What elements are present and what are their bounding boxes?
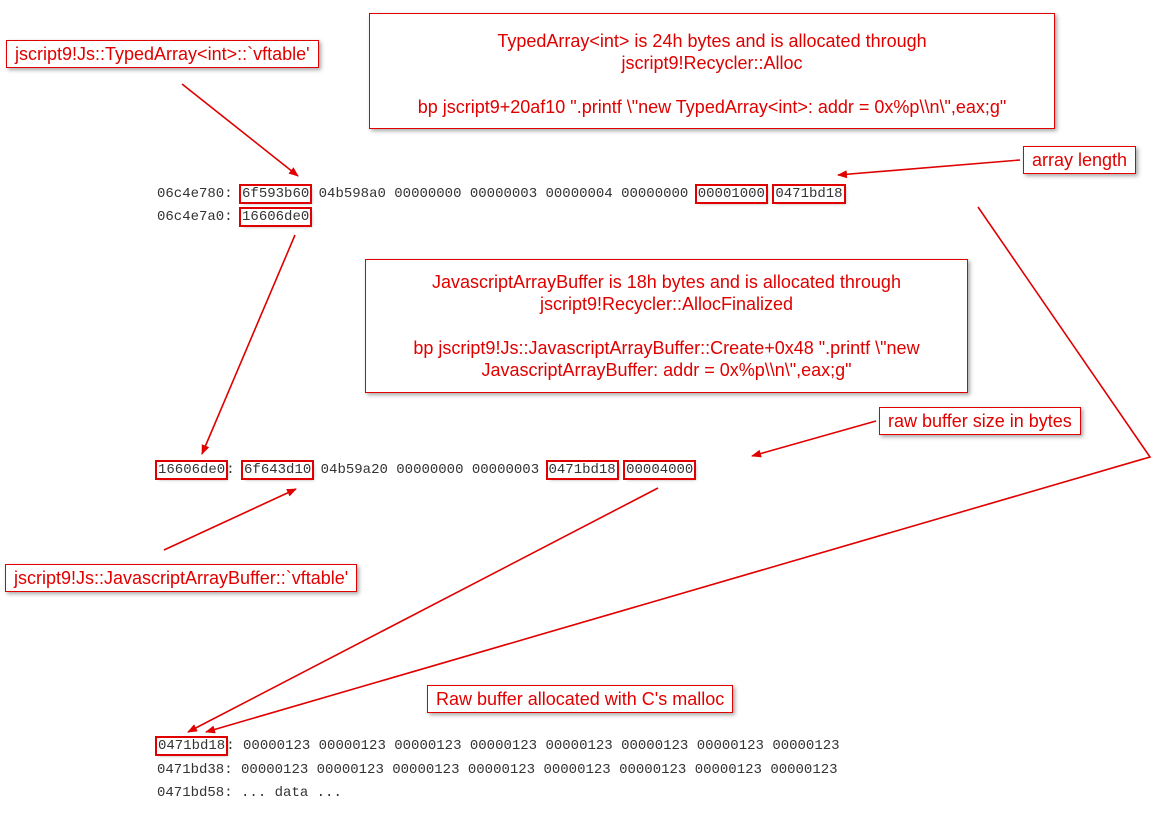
buffer-info-box: JavascriptArrayBuffer is 18h bytes and i… [365,259,968,393]
typedarray-dump-row1: 06c4e780: 6f593b60 04b598a0 00000000 000… [157,184,846,204]
dump-values: 00000123 00000123 00000123 00000123 0000… [241,762,838,778]
arrow-raw-ptr-to-data [187,487,659,733]
raw-buffer-address: 0471bd18 [154,736,229,756]
dump-address: 0471bd58 [157,785,225,801]
buffer-info-line4: JavascriptArrayBuffer: addr = 0x%p\\n\",… [481,360,852,380]
buffer-object-ptr-value: 16606de0 [239,207,313,227]
raw-buffer-size-text: raw buffer size in bytes [888,411,1072,431]
dump-address: 06c4e780 [157,186,225,202]
typedarray-dump-row2: 06c4e7a0: 16606de0 [157,207,313,227]
arrow-typedarray-buffer-to-data [205,206,1152,734]
raw-buffer-malloc-label: Raw buffer allocated with C's malloc [427,685,734,713]
typedarray-vftable-label: jscript9!Js::TypedArray<int>::`vftable' [6,40,319,68]
buffer-dump-row1: 16606de0: 6f643d10 04b59a20 00000000 000… [154,460,697,480]
buffer-vftable-label: jscript9!Js::JavascriptArrayBuffer::`vft… [5,564,358,592]
array-length-label: array length [1023,146,1137,174]
array-length-value: 00001000 [694,184,768,204]
dump-address: 0471bd38 [157,762,225,778]
buffer-vftable-value: 6f643d10 [241,460,315,480]
buffer-object-address: 16606de0 [154,460,229,480]
raw-buffer-size-value: 00004000 [623,460,697,480]
typedarray-vftable-text: jscript9!Js::TypedArray<int>::`vftable' [15,44,310,64]
raw-dump-row1: 0471bd18: 00000123 00000123 00000123 000… [154,736,840,756]
buffer-info-line3: bp jscript9!Js::JavascriptArrayBuffer::C… [413,338,920,358]
typedarray-buffer-ptr-value: 0471bd18 [772,184,846,204]
raw-buffer-malloc-text: Raw buffer allocated with C's malloc [436,689,725,709]
dump-address: 06c4e7a0 [157,209,225,225]
buffer-vftable-text: jscript9!Js::JavascriptArrayBuffer::`vft… [14,568,349,588]
typedarray-info-line3: bp jscript9+20af10 ".printf \"new TypedA… [417,97,1007,117]
arrow-to-buffer-object [201,234,296,455]
arrow-raw-buffer-size [751,420,877,458]
typedarray-info-line2: jscript9!Recycler::Alloc [621,53,803,73]
raw-buffer-size-label: raw buffer size in bytes [879,407,1081,435]
raw-dump-row2: 0471bd38: 00000123 00000123 00000123 000… [157,762,838,778]
raw-dump-row3: 0471bd58: ... data ... [157,785,342,801]
dump-values: 00000123 00000123 00000123 00000123 0000… [243,738,840,754]
arrow-buffer-vftable [163,488,297,551]
typedarray-info-line1: TypedArray<int> is 24h bytes and is allo… [497,31,927,51]
raw-buffer-ptr-value: 0471bd18 [545,460,619,480]
arrow-array-length [837,159,1021,179]
array-length-text: array length [1032,150,1128,170]
dump-values: ... data ... [241,785,342,801]
typedarray-vftable-value: 6f593b60 [239,184,313,204]
buffer-info-line2: jscript9!Recycler::AllocFinalized [539,294,794,314]
dump-values: 04b59a20 00000000 00000003 [320,462,540,478]
buffer-info-line1: JavascriptArrayBuffer is 18h bytes and i… [432,272,901,292]
dump-values: 04b598a0 00000000 00000003 00000004 0000… [318,186,689,202]
arrow-typedarray-vftable [181,83,299,177]
typedarray-info-box: TypedArray<int> is 24h bytes and is allo… [369,13,1055,129]
